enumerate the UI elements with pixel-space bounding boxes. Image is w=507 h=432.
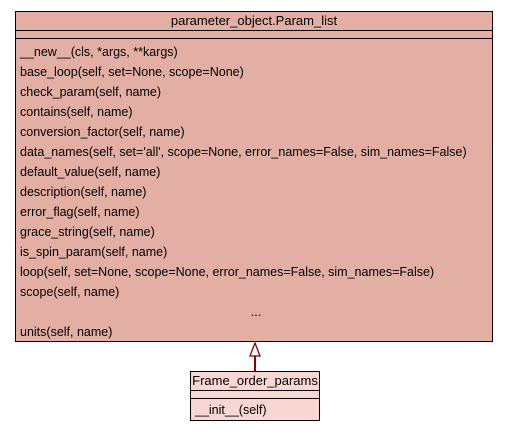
method-check-param: check_param(self, name) <box>20 85 162 99</box>
child-class-box[interactable]: Frame_order_params __init__(self) <box>190 371 320 421</box>
parent-method-list: __new__(cls, *args, **kargs) base_loop(s… <box>16 39 492 342</box>
method-data-names: data_names(self, set='all', scope=None, … <box>20 145 467 159</box>
method-grace-string: grace_string(self, name) <box>20 225 155 239</box>
method-base-loop: base_loop(self, set=None, scope=None) <box>20 65 244 79</box>
parent-class-name: parameter_object.Param_list <box>170 13 338 28</box>
parent-attributes <box>16 31 492 38</box>
inheritance-arrowhead <box>249 341 261 357</box>
parent-attributes-separator <box>16 38 492 39</box>
parent-title-separator <box>16 30 492 31</box>
parent-class-box[interactable]: parameter_object.Param_list __new__(cls,… <box>15 11 493 342</box>
child-attributes-separator <box>191 398 319 399</box>
method-error-flag: error_flag(self, name) <box>20 205 140 219</box>
method-ellipsis: ... <box>250 305 262 319</box>
method-is-spin-param: is_spin_param(self, name) <box>20 245 168 259</box>
method-description: description(self, name) <box>20 185 147 199</box>
method-scope: scope(self, name) <box>20 285 120 299</box>
child-attributes <box>191 391 319 398</box>
child-title-separator <box>191 390 319 391</box>
method-new: __new__(cls, *args, **kargs) <box>20 45 178 59</box>
child-method-list: __init__(self) <box>191 399 319 419</box>
method-conversion-factor: conversion_factor(self, name) <box>20 125 185 139</box>
method-loop: loop(self, set=None, scope=None, error_n… <box>20 265 435 279</box>
method-contains: contains(self, name) <box>20 105 133 119</box>
child-class-name: Frame_order_params <box>192 373 318 388</box>
method-init: __init__(self) <box>195 403 267 417</box>
method-units: units(self, name) <box>20 325 113 339</box>
method-default-value: default_value(self, name) <box>20 165 161 179</box>
